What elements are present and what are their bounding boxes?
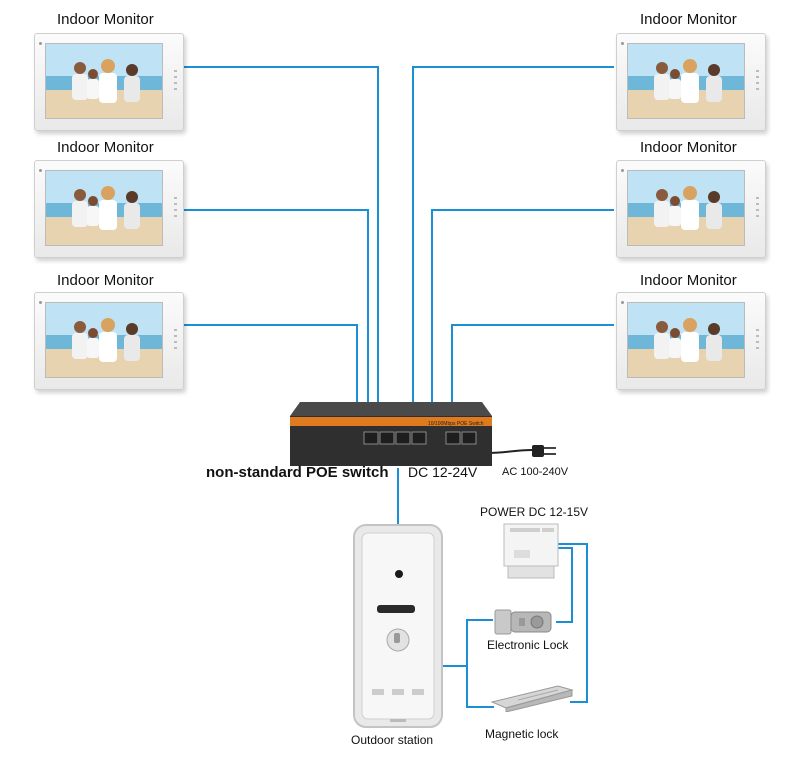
- wire-left-monitor-2: [182, 209, 369, 410]
- outdoor-station: [353, 524, 443, 728]
- wire-right-monitor-1: [412, 66, 614, 410]
- electronic-lock: [494, 609, 552, 635]
- electronic-lock-label: Electronic Lock: [487, 638, 569, 652]
- magnetic-lock: [490, 685, 574, 712]
- monitor-screen-image: [45, 170, 163, 246]
- wire-outdoor-electronic-lock: [442, 619, 493, 667]
- wire-power-magnetic-lock: [556, 543, 588, 703]
- family-photo-image: [46, 303, 162, 377]
- wire-power-electronic-lock: [556, 547, 573, 623]
- monitor-screen-image: [45, 43, 163, 119]
- wire-right-monitor-2: [431, 209, 614, 410]
- power-supply-unit: [503, 523, 559, 579]
- monitor-screen-image: [627, 302, 745, 378]
- wire-right-monitor-3: [451, 324, 614, 410]
- monitor-label-left-2: Indoor Monitor: [57, 139, 154, 156]
- magnetic-lock-label: Magnetic lock: [485, 727, 559, 741]
- monitor-label-left-3: Indoor Monitor: [57, 272, 154, 289]
- switch-label: non-standard POE switch: [206, 464, 389, 481]
- outdoor-station-label: Outdoor station: [351, 733, 434, 747]
- dc-voltage-label: DC 12-24V: [408, 464, 478, 480]
- poe-switch: 10/100Mbps POE Switch: [290, 402, 492, 466]
- indoor-monitor: [616, 33, 766, 131]
- indoor-monitor: [616, 160, 766, 258]
- switch-panel-text: 10/100Mbps POE Switch: [428, 421, 484, 427]
- monitor-screen-image: [45, 302, 163, 378]
- monitor-label-right-2: Indoor Monitor: [640, 139, 737, 156]
- family-photo-image: [628, 44, 744, 118]
- power-supply-label: POWER DC 12-15V: [480, 505, 589, 519]
- family-photo-image: [46, 171, 162, 245]
- indoor-monitor: [34, 160, 184, 258]
- monitor-label-right-1: Indoor Monitor: [640, 11, 737, 28]
- wire-left-monitor-3: [182, 324, 358, 410]
- indoor-monitor: [616, 292, 766, 390]
- ac-voltage-label: AC 100-240V: [502, 466, 569, 478]
- ac-power-cord: [487, 449, 533, 454]
- monitor-label-left-1: Indoor Monitor: [57, 11, 154, 28]
- monitor-screen-image: [627, 170, 745, 246]
- indoor-monitor: [34, 292, 184, 390]
- monitor-label-right-3: Indoor Monitor: [640, 272, 737, 289]
- family-photo-image: [628, 303, 744, 377]
- wire-left-monitor-1: [182, 66, 379, 410]
- family-photo-image: [46, 44, 162, 118]
- family-photo-image: [628, 171, 744, 245]
- ac-plug-icon: [532, 445, 556, 457]
- wire-outdoor-magnetic-lock: [466, 666, 494, 708]
- indoor-monitor: [34, 33, 184, 131]
- monitor-screen-image: [627, 43, 745, 119]
